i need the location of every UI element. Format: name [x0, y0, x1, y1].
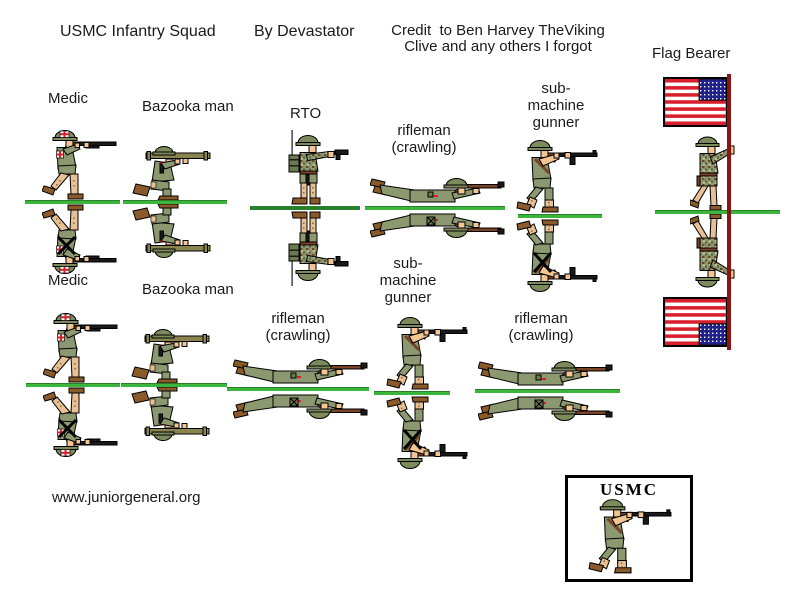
rto-label: RTO [290, 105, 322, 122]
submachine-gunner-label-2: sub- machine gunner [379, 255, 437, 306]
bazooka-man-figure [128, 146, 212, 200]
rifleman-crawling-label-3: rifleman (crawling) [508, 310, 574, 344]
bazooka-man-figure-mirrored [128, 204, 212, 258]
submachine-gunner-figure [515, 140, 600, 214]
rifleman-crawling-figure-mirrored [370, 210, 505, 247]
base-card-soldier-figure [587, 499, 674, 575]
fold-line [123, 200, 227, 204]
rifleman-crawling-figure-mirrored [233, 391, 368, 428]
base-card: USMC [565, 475, 693, 582]
submachine-gunner-label-1: sub- machine gunner [527, 80, 585, 131]
medic-figure-mirrored [42, 204, 118, 274]
fold-line [26, 383, 120, 387]
fold-line [365, 206, 505, 210]
fold-line [655, 210, 780, 214]
fold-line [250, 206, 360, 210]
medic-label-1: Medic [48, 90, 89, 107]
fold-line [374, 391, 450, 395]
fold-line [518, 214, 602, 218]
submachine-gunner-figure-mirrored [385, 395, 470, 469]
flag-pole [727, 74, 731, 350]
us-flag-top [663, 77, 728, 127]
rifleman-crawling-figure [233, 350, 368, 387]
base-card-label: USMC [599, 480, 659, 499]
flag-bearer-figure-mirrored [690, 214, 740, 288]
us-flag-bottom-mirrored [663, 297, 728, 347]
bazooka-man-figure [127, 329, 211, 383]
rifleman-crawling-figure [370, 169, 505, 206]
rto-figure [288, 130, 350, 206]
medic-figure-mirrored [43, 387, 119, 457]
bazooka-man-label-2: Bazooka man [142, 281, 234, 298]
bazooka-man-label-1: Bazooka man [142, 98, 234, 115]
rifleman-crawling-label-1: rifleman (crawling) [391, 122, 457, 156]
flag-bearer-label: Flag Bearer [652, 45, 731, 62]
rifleman-crawling-label-2: rifleman (crawling) [265, 310, 331, 344]
bazooka-man-figure-mirrored [127, 387, 211, 441]
fold-line [227, 387, 369, 391]
rto-figure-mirrored [288, 210, 350, 286]
fold-line [25, 200, 120, 204]
submachine-gunner-figure [385, 317, 470, 391]
medic-figure [42, 130, 118, 200]
rifleman-crawling-figure [478, 352, 613, 389]
byline: By Devastator [254, 23, 355, 40]
submachine-gunner-figure-mirrored [515, 218, 600, 292]
website-url: www.juniorgeneral.org [52, 489, 201, 506]
fold-line [475, 389, 620, 393]
flag-bearer-figure [690, 136, 740, 210]
page-title: USMC Infantry Squad [60, 23, 216, 40]
fold-line [121, 383, 227, 387]
medic-label-2: Medic [48, 272, 89, 289]
credit-text: Credit to Ben Harvey TheViking Clive and… [391, 22, 605, 55]
medic-figure [43, 313, 119, 383]
rifleman-crawling-figure-mirrored [478, 393, 613, 430]
